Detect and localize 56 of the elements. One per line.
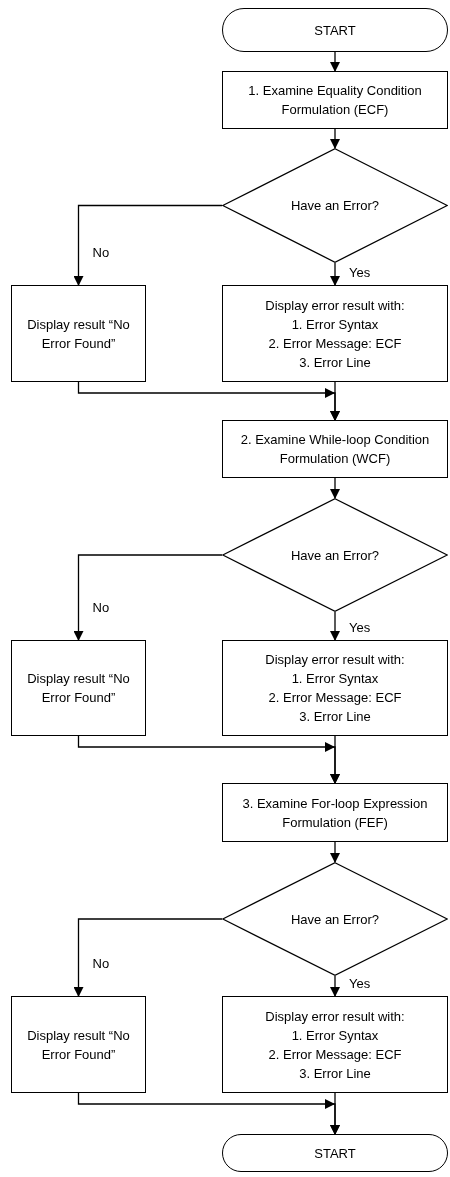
node-text: START xyxy=(314,1144,356,1163)
node-text: 2. Examine While-loop Condition Formulation (WCF) xyxy=(239,431,431,468)
node-text: 2. Error Message: ECF xyxy=(268,689,402,707)
process-box xyxy=(222,640,448,736)
process-box xyxy=(222,783,448,842)
arrow xyxy=(330,477,340,499)
node-text: 3. Examine For-loop Expression Formulation (FEF) xyxy=(241,794,429,832)
node-text: Display error result with: xyxy=(265,1007,405,1026)
edge-label: No xyxy=(92,245,110,261)
node-text: 3. Error Line xyxy=(299,708,371,726)
node-text: 2. Error Message: ECF xyxy=(268,1045,402,1064)
arrow xyxy=(330,128,340,149)
decision-diamond xyxy=(222,148,448,263)
node-text: Display result “No Error Found” xyxy=(26,670,131,707)
node-text: Have an Error? xyxy=(290,910,380,929)
node-text: 3. Error Line xyxy=(299,353,371,372)
edge-label: Yes xyxy=(349,265,371,281)
node-text: 1. Error Syntax xyxy=(291,670,379,688)
node-text: Have an Error? xyxy=(290,197,380,215)
node-text: 2. Error Message: ECF xyxy=(268,334,402,353)
arrow xyxy=(330,51,340,72)
edge-label: No xyxy=(92,600,110,616)
node-text: Display result “No Error Found” xyxy=(26,315,131,353)
node-text: 3. Error Line xyxy=(299,1064,371,1083)
arrow xyxy=(330,841,340,863)
process-box xyxy=(11,996,146,1093)
process-box xyxy=(222,996,448,1093)
arrow xyxy=(330,381,340,421)
arrow xyxy=(73,918,223,997)
edge-label: No xyxy=(92,956,110,972)
terminal-shape xyxy=(222,8,448,52)
arrow xyxy=(330,611,340,641)
node-text: Display error result with: xyxy=(265,651,405,669)
node-text: 1. Error Syntax xyxy=(291,315,379,334)
node-text: Have an Error? xyxy=(290,546,380,565)
decision-diamond xyxy=(222,498,448,612)
edge-label: Yes xyxy=(349,976,371,992)
node-text: START xyxy=(314,21,356,40)
process-box xyxy=(11,640,146,736)
process-box xyxy=(222,420,448,478)
arrow xyxy=(330,735,340,784)
process-box xyxy=(222,285,448,382)
terminal-shape xyxy=(222,1134,448,1172)
node-text: Display error result with: xyxy=(265,296,405,315)
decision-diamond xyxy=(222,862,448,976)
arrow xyxy=(330,1092,340,1135)
edge-label: Yes xyxy=(349,620,371,636)
arrow xyxy=(73,554,223,641)
arrow xyxy=(330,262,340,286)
node-text: 1. Error Syntax xyxy=(291,1026,379,1045)
node-text: 1. Examine Equality Condition Formulation (ECF) xyxy=(247,82,423,119)
arrow xyxy=(73,204,223,286)
node-text: Display result “No Error Found” xyxy=(26,1026,131,1064)
arrow xyxy=(330,975,340,997)
process-box xyxy=(11,285,146,382)
process-box xyxy=(222,71,448,129)
